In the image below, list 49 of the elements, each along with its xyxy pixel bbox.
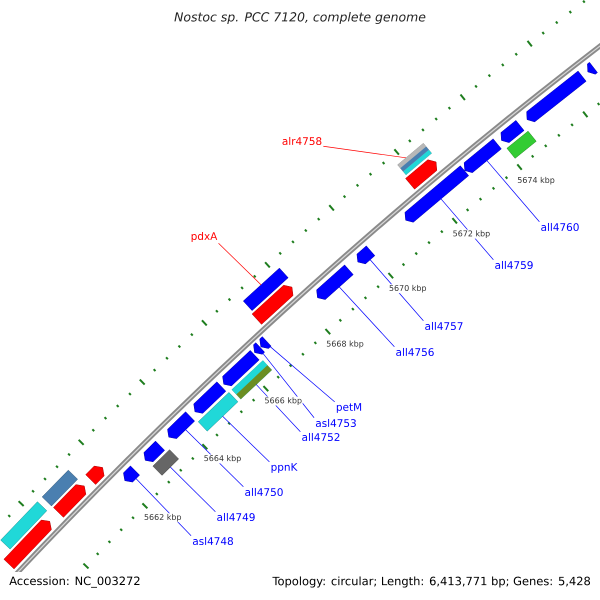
gene-block (252, 284, 294, 325)
leader-line (322, 146, 406, 158)
footer-text: Accession: NC_003272 (8, 575, 142, 589)
gene-label: all4760 (541, 222, 579, 232)
leader-line (170, 466, 216, 512)
leader-line (218, 242, 262, 286)
gene-label: pdxA (192, 232, 218, 242)
gene-label: all4757 (425, 322, 463, 330)
gene-label: all4749 (217, 512, 255, 522)
gene-block (259, 336, 272, 349)
gene-block (405, 159, 438, 190)
gene-block (53, 484, 86, 518)
gene-block (4, 520, 52, 570)
gene-label: alr4758 (282, 136, 322, 146)
gene-block (42, 470, 78, 506)
gene-block (404, 165, 469, 223)
gene-label: all4750 (245, 488, 283, 496)
gene-block (356, 246, 376, 264)
gene-block (144, 440, 165, 462)
gene-label: all4752 (302, 432, 340, 442)
title: Nostoc sp. PCC 7120, complete genome (174, 12, 426, 24)
gene-block (123, 466, 140, 482)
gene-block (587, 62, 598, 74)
gene-block (253, 342, 265, 355)
gene-block (506, 130, 536, 159)
gene-block (500, 120, 524, 143)
footer-text: Topology: circular; Length: 6,413,771 bp; Genes: 5,428 (271, 575, 592, 589)
leader-line (270, 346, 336, 402)
gene-block (464, 138, 502, 173)
gene-block (198, 392, 238, 432)
gene-label: asl4753 (316, 418, 356, 428)
gene-label: all4759 (495, 260, 533, 270)
gene-label: asl4748 (192, 536, 233, 546)
gene-block (243, 268, 288, 311)
gene-block (85, 466, 104, 485)
leader-line (486, 160, 540, 222)
gene-block (167, 412, 195, 439)
leader-line (222, 416, 270, 462)
gene-label: petM (336, 403, 362, 413)
gene-label: ppnK (272, 463, 298, 473)
gene-block (316, 264, 354, 300)
leader-line (262, 353, 314, 418)
gene-block (0, 501, 48, 550)
leader-line (338, 286, 395, 348)
gene-block (152, 449, 179, 476)
gene-block (526, 70, 586, 122)
gene-block (222, 350, 260, 386)
gene-label: all4756 (396, 348, 434, 356)
gene-block (193, 382, 226, 414)
